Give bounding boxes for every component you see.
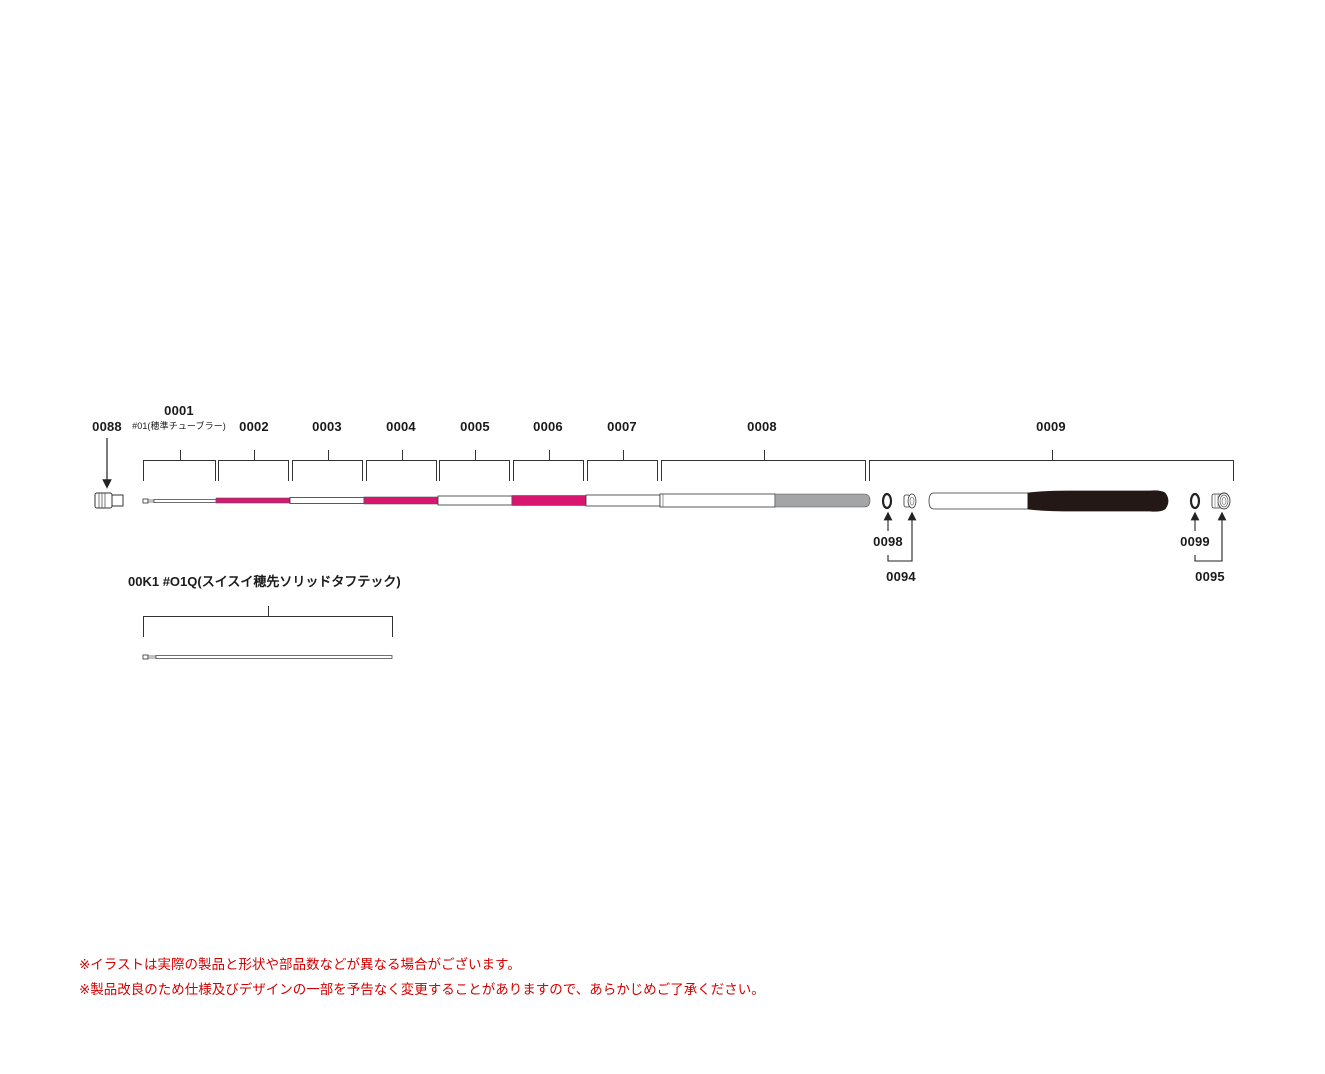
o-ring-0098 xyxy=(881,492,893,510)
bracket-0001 xyxy=(143,450,216,481)
part-sublabel-0001: #01(穂準チューブラー) xyxy=(132,421,226,431)
section-0007 xyxy=(585,494,661,507)
part-label-00K1: 00K1 #O1Q(スイスイ穂先ソリッドタフテック) xyxy=(128,574,401,589)
bracket-0007 xyxy=(587,450,658,481)
bracket-0009 xyxy=(869,450,1234,481)
butt-cap-small-0094 xyxy=(903,493,917,509)
part-label-0007: 0007 xyxy=(607,419,637,434)
section-0004 xyxy=(363,496,439,505)
disclaimer-note-2: ※製品改良のため仕様及びデザインの一部を予告なく変更することがありますので、あら… xyxy=(79,982,765,997)
section-0006 xyxy=(511,495,587,506)
tip-cap-0088 xyxy=(94,492,124,509)
bracket-0003 xyxy=(292,450,363,481)
part-label-0003: 0003 xyxy=(312,419,342,434)
section-0008 xyxy=(659,493,871,508)
part-label-0088: 0088 xyxy=(92,419,122,434)
disclaimer-note-1: ※イラストは実際の製品と形状や部品数などが異なる場合がございます。 xyxy=(79,957,521,972)
part-label-0002: 0002 xyxy=(239,419,269,434)
section-0001 xyxy=(142,498,217,504)
bracket-0006 xyxy=(513,450,584,481)
part-label-0001: 0001 xyxy=(164,403,194,418)
bracket-0008 xyxy=(661,450,866,481)
part-label-0098: 0098 xyxy=(873,534,903,549)
part-label-0006: 0006 xyxy=(533,419,563,434)
alt-tip-00K1 xyxy=(142,654,393,660)
bracket-00K1 xyxy=(143,606,393,637)
butt-cap-0095 xyxy=(1211,492,1231,510)
part-label-0009: 0009 xyxy=(1036,419,1066,434)
part-label-0008: 0008 xyxy=(747,419,777,434)
bracket-0002 xyxy=(218,450,289,481)
bracket-0005 xyxy=(439,450,510,481)
bracket-0004 xyxy=(366,450,437,481)
part-label-0099: 0099 xyxy=(1180,534,1210,549)
part-label-0094: 0094 xyxy=(886,569,916,584)
o-ring-0099 xyxy=(1189,492,1201,510)
part-label-0095: 0095 xyxy=(1195,569,1225,584)
part-label-0005: 0005 xyxy=(460,419,490,434)
butt-section-0009 xyxy=(928,490,1169,512)
section-0005 xyxy=(437,495,513,506)
section-0003 xyxy=(289,497,365,504)
section-0002 xyxy=(215,497,291,504)
part-label-0004: 0004 xyxy=(386,419,416,434)
